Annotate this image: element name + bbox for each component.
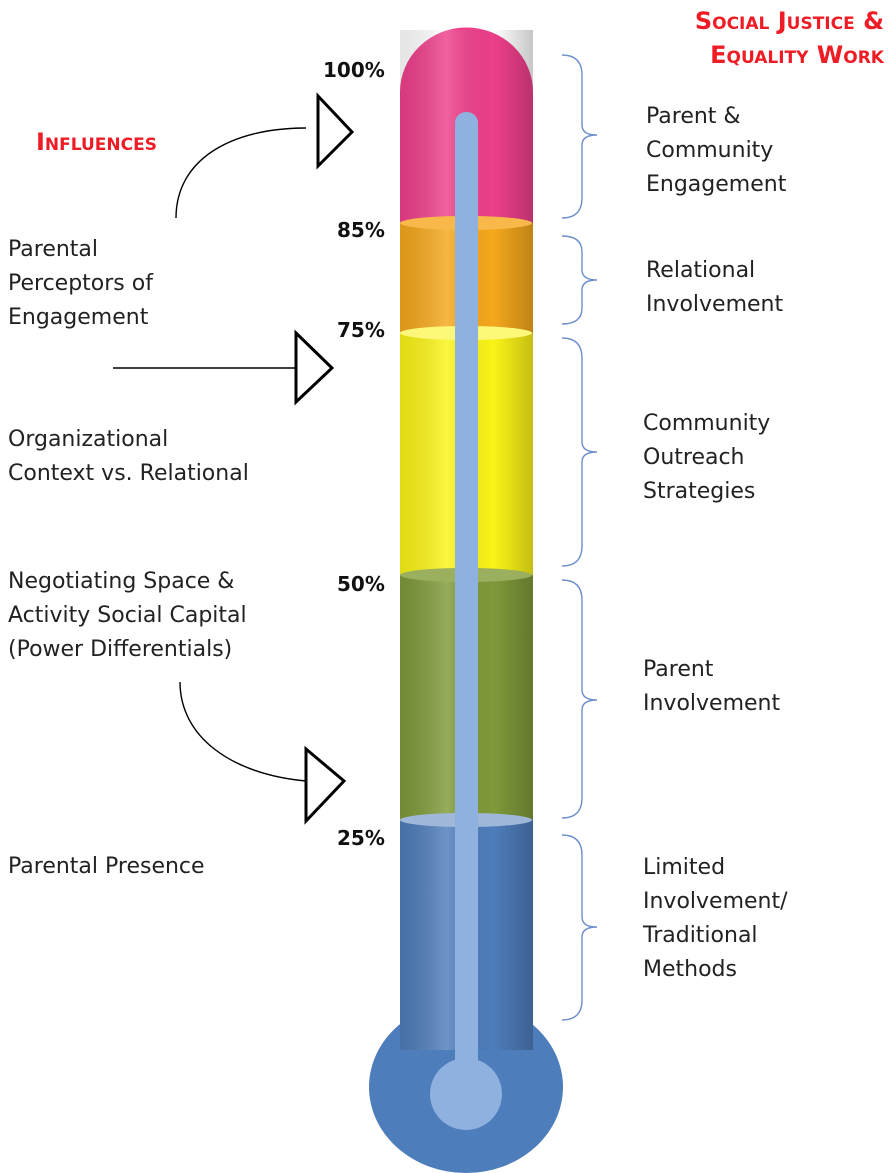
stage-label-relational-involvement: Relational Involvement bbox=[646, 258, 784, 317]
stage-label-community-outreach: Community Outreach Strategies bbox=[643, 411, 771, 504]
bracket-community-outreach bbox=[561, 337, 598, 567]
inner-tube bbox=[455, 112, 478, 1082]
curved-connector-bottom bbox=[179, 681, 307, 782]
influences-title: Influences bbox=[36, 128, 157, 156]
stage-label-community-engagement: Parent & Community Engagement bbox=[646, 104, 787, 197]
influence-label-parental-perceptors: Parental Perceptors of Engagement bbox=[8, 237, 153, 330]
bracket-parent-involvement bbox=[561, 579, 598, 819]
percent-label-25: 25% bbox=[337, 826, 385, 850]
curved-connector-top bbox=[175, 127, 307, 219]
arrow-head-icon bbox=[304, 745, 347, 825]
percent-label-50: 50% bbox=[337, 572, 385, 596]
bracket-relational bbox=[561, 235, 598, 325]
percent-label-100: 100% bbox=[323, 58, 385, 82]
arrow-head-icon bbox=[294, 329, 335, 406]
social-justice-title: Social Justice & Equality Work bbox=[694, 7, 884, 69]
percent-label-85: 85% bbox=[337, 218, 385, 242]
stage-label-parent-involvement: Parent Involvement bbox=[643, 657, 781, 716]
tube-bulb bbox=[430, 1058, 502, 1130]
influence-label-organizational-context: Organizational Context vs. Relational bbox=[8, 427, 249, 486]
stage-label-limited-involvement: Limited Involvement/ Traditional Methods bbox=[643, 855, 788, 982]
bracket-limited-involvement bbox=[561, 834, 598, 1021]
influence-label-negotiating-space: Negotiating Space & Activity Social Capi… bbox=[8, 569, 247, 662]
bracket-community-engagement bbox=[561, 54, 598, 219]
influence-label-parental-presence: Parental Presence bbox=[8, 854, 205, 879]
percent-label-75: 75% bbox=[337, 318, 385, 342]
arrow-head-icon bbox=[316, 92, 355, 170]
